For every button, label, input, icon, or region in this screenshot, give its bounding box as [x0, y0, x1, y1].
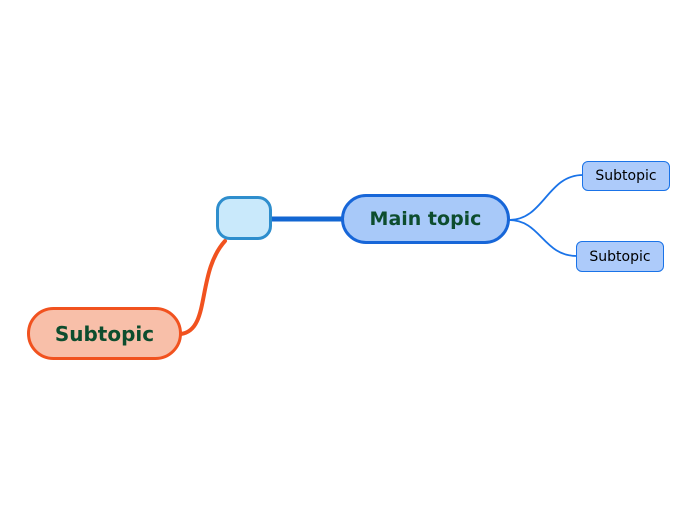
connector-junction-to-subtopic-left: [179, 239, 227, 336]
junction-node[interactable]: [216, 196, 272, 240]
subtopic-node-bottom-right[interactable]: Subtopic: [576, 241, 664, 272]
subtopic-bottom-right-label: Subtopic: [589, 248, 651, 265]
main-topic-label: Main topic: [369, 207, 482, 230]
subtopic-node-left[interactable]: Subtopic: [27, 307, 182, 360]
subtopic-node-top-right[interactable]: Subtopic: [582, 161, 670, 191]
connector-main-to-subtopic-bottom-right: [508, 219, 578, 257]
subtopic-left-label: Subtopic: [54, 321, 155, 346]
main-topic-node[interactable]: Main topic: [341, 194, 510, 244]
connector-main-to-subtopic-top-right: [508, 174, 584, 221]
subtopic-top-right-label: Subtopic: [595, 168, 657, 184]
